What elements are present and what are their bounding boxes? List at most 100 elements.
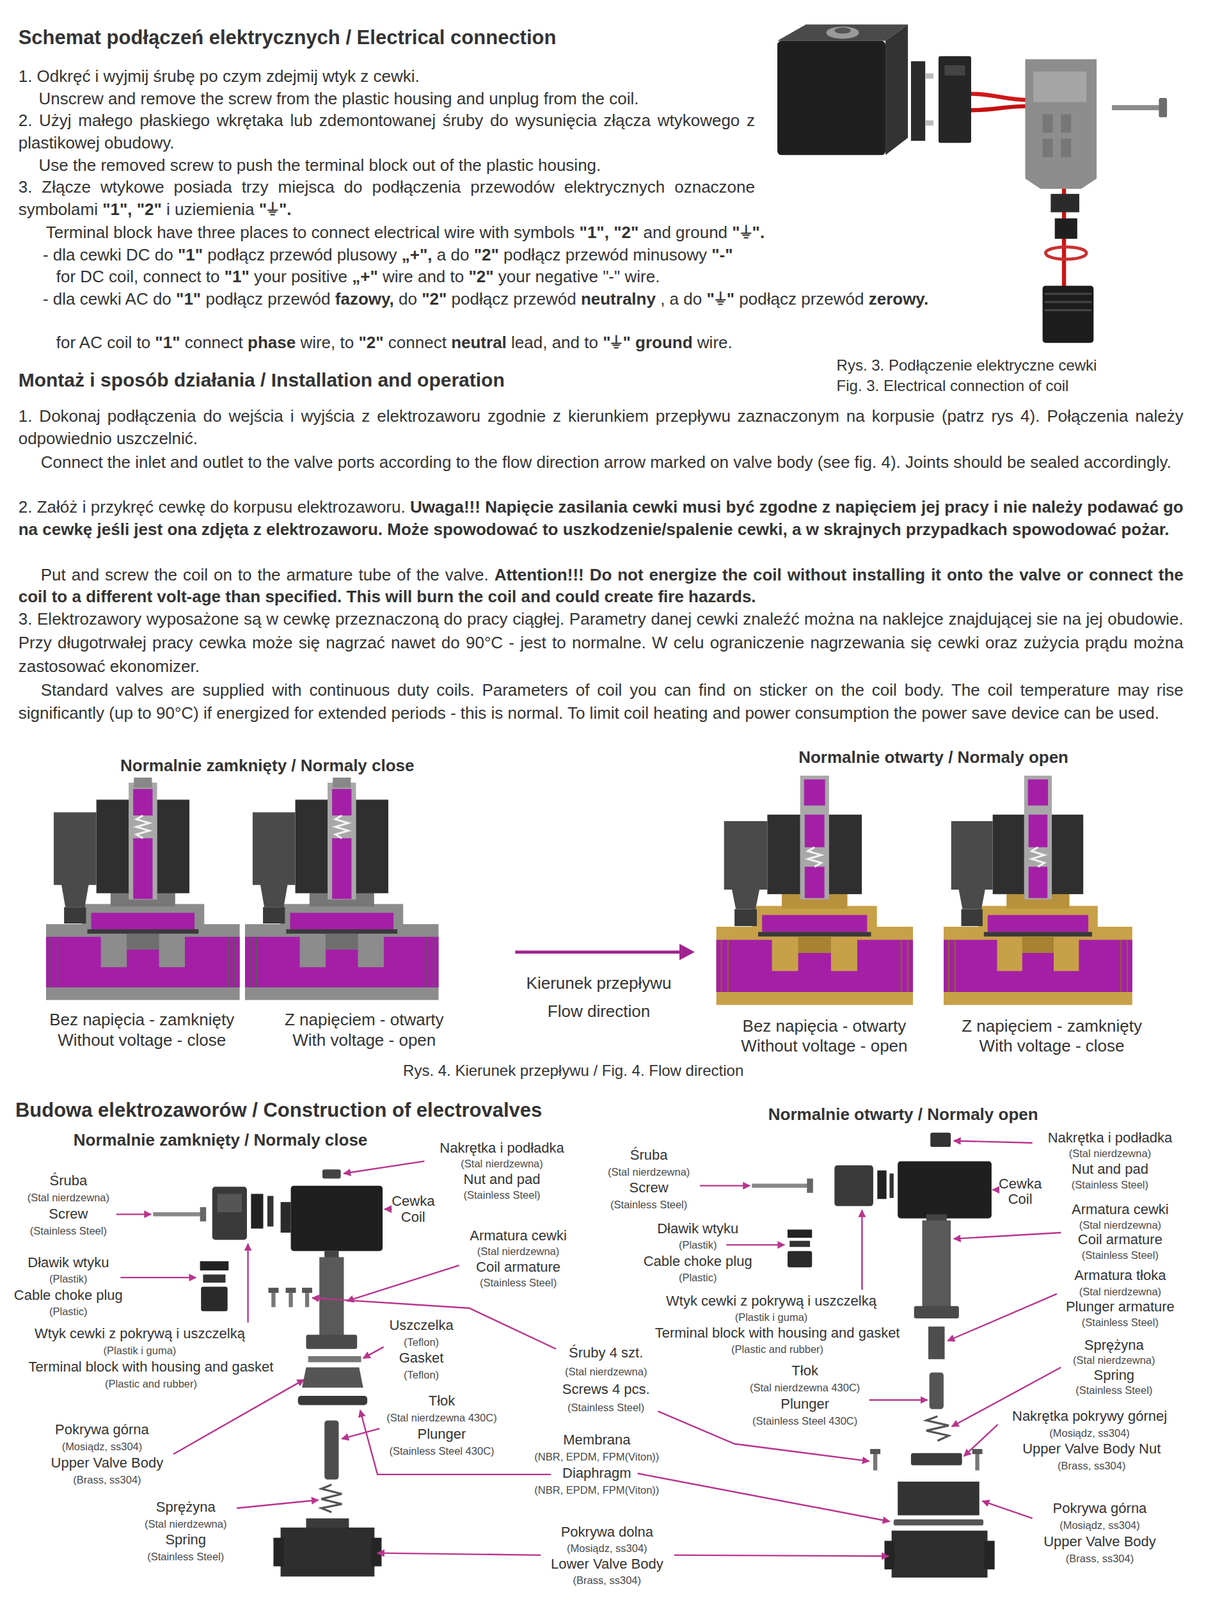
paragraph: - dla cewki AC do "1" podłącz przewód fa… bbox=[18, 287, 931, 311]
coil-connection-illustration bbox=[1158, 97, 1167, 118]
body-text: i uziemienia bbox=[166, 199, 254, 219]
exploded-view-nc bbox=[305, 1333, 357, 1348]
exploded-view-no bbox=[834, 1165, 874, 1206]
leader-arrows bbox=[236, 1499, 319, 1508]
exploded-view-no bbox=[897, 1481, 980, 1515]
body-text: Connect the inlet and outlet to the valv… bbox=[40, 452, 1172, 472]
bold-text: "⏚". bbox=[259, 199, 292, 219]
bold-text: „+" bbox=[351, 266, 379, 286]
exploded-view-no bbox=[789, 1240, 810, 1247]
state-caption: Z napięciem - zamknięty bbox=[961, 1015, 1142, 1035]
part-name: Dławik wtyku bbox=[27, 1253, 109, 1270]
body-text: podłącz przewód bbox=[205, 289, 331, 309]
bold-text: "2" bbox=[421, 289, 447, 309]
part-name: Wtyk cewki z pokrywą i uszczelką bbox=[665, 1292, 877, 1309]
part-name: Nut and pad bbox=[463, 1171, 541, 1187]
part-name: Cewka bbox=[998, 1175, 1042, 1192]
material-note: (Stainless Steel) bbox=[567, 1401, 645, 1413]
part-name: Coil bbox=[1008, 1191, 1033, 1207]
exploded-view-no bbox=[984, 1540, 995, 1570]
part-name: Nut and pad bbox=[1071, 1161, 1149, 1177]
figure-heading: Normalnie otwarty / Normaly open bbox=[798, 747, 1069, 767]
material-note: (Mosiądz, ss304) bbox=[1049, 1426, 1130, 1439]
bold-text: zerowy. bbox=[868, 289, 929, 309]
material-note: (Stal nierdzewna 430C) bbox=[386, 1411, 497, 1423]
state-caption: Without voltage - close bbox=[57, 1030, 226, 1050]
coil-connection-illustration bbox=[1044, 293, 1092, 295]
material-note: (Plastik i guma) bbox=[735, 1310, 809, 1323]
leader-arrows bbox=[947, 1293, 1057, 1341]
leader-arrows bbox=[699, 1184, 750, 1186]
body-text: - dla cewki DC do bbox=[42, 245, 174, 265]
material-note: (Plastic) bbox=[678, 1271, 718, 1283]
part-name: Plunger bbox=[780, 1395, 830, 1411]
body-text: podłącz przewód plusowy bbox=[207, 245, 397, 265]
part-name: Screw bbox=[629, 1179, 669, 1196]
figure-caption: Fig. 3. Electrical connection of coil bbox=[836, 377, 1070, 395]
body-text: Unscrew and remove the screw from the pl… bbox=[39, 88, 640, 109]
leader-arrows bbox=[363, 1346, 384, 1359]
material-note: (Stal nierdzewna) bbox=[1079, 1285, 1162, 1297]
exploded-view-nc bbox=[217, 1193, 242, 1212]
exploded-view-nc bbox=[267, 1195, 274, 1227]
material-note: (Stainless Steel) bbox=[147, 1550, 224, 1562]
body-text: your negative "-" wire. bbox=[498, 266, 661, 286]
coil-connection-illustration bbox=[1024, 58, 1097, 189]
exploded-view-nc bbox=[200, 1286, 228, 1311]
exploded-view-nc bbox=[291, 1185, 383, 1251]
valve-sections bbox=[715, 775, 913, 1006]
body-text: connect bbox=[184, 332, 244, 352]
body-text: wire, to bbox=[300, 332, 354, 352]
part-name: Tłok bbox=[791, 1362, 819, 1378]
state-caption: With voltage - close bbox=[979, 1036, 1125, 1055]
bold-text: "2" bbox=[474, 245, 500, 265]
bold-text: fazowy, bbox=[335, 289, 395, 309]
part-name: Spring bbox=[1094, 1366, 1135, 1382]
exploded-view-nc bbox=[324, 1419, 339, 1479]
exploded-view-nc bbox=[280, 1201, 292, 1233]
coil-connection-illustration bbox=[938, 56, 972, 144]
exploded-view-nc bbox=[371, 1537, 382, 1567]
part-name: Gasket bbox=[399, 1349, 444, 1366]
exploded-view-no bbox=[873, 1453, 878, 1471]
bold-text: "1" bbox=[224, 266, 250, 286]
exploded-view-no bbox=[897, 1160, 992, 1218]
material-note: (Brass, ss304) bbox=[1065, 1552, 1134, 1564]
coil-connection-illustration bbox=[834, 27, 851, 34]
body-text: podłącz przewód bbox=[738, 289, 864, 309]
part-name: Lower Valve Body bbox=[550, 1555, 664, 1571]
part-name: Sprężyna bbox=[156, 1498, 216, 1515]
figure-caption: Rys. 3. Podłączenie elektryczne cewki bbox=[836, 356, 1098, 374]
section-heading: Budowa elektrozaworów / Construction of … bbox=[15, 1099, 542, 1121]
part-name: Nakrętka i podładka bbox=[439, 1140, 564, 1156]
part-name: Śruba bbox=[49, 1172, 88, 1189]
material-note: (Plastic and rubber) bbox=[731, 1342, 824, 1355]
material-note: (Stainless Steel) bbox=[1075, 1383, 1153, 1396]
body-text: a do bbox=[436, 245, 470, 265]
coil-connection-illustration bbox=[1060, 114, 1071, 134]
leader-arrows bbox=[637, 1472, 890, 1521]
leader-arrows bbox=[384, 1207, 392, 1210]
material-note: (Plastik i guma) bbox=[103, 1344, 177, 1356]
body-text: for AC coil to bbox=[56, 332, 151, 352]
body-text: connect bbox=[388, 332, 447, 352]
bold-text: "1" bbox=[154, 332, 180, 352]
sub-heading: Normalnie otwarty / Normaly open bbox=[768, 1104, 1039, 1124]
coil-connection-illustration bbox=[1042, 285, 1095, 343]
leader-arrows bbox=[341, 1427, 380, 1439]
exploded-view-nc bbox=[308, 1355, 362, 1363]
state-caption: With voltage - open bbox=[292, 1030, 436, 1050]
material-note: (Stal nierdzewna) bbox=[564, 1365, 647, 1377]
exploded-view-no bbox=[877, 1170, 887, 1199]
coil-connection-illustration bbox=[826, 26, 860, 39]
bold-text: "1" bbox=[177, 245, 203, 265]
leader-arrows bbox=[173, 1379, 304, 1454]
body-text: 3. Elektrozawory wyposażone są w cewkę p… bbox=[18, 609, 1184, 676]
exploded-view-no bbox=[870, 1448, 881, 1454]
material-note: (Plastik) bbox=[49, 1272, 88, 1285]
state-caption: Bez napięcia - zamknięty bbox=[49, 1010, 235, 1029]
leader-arrows bbox=[674, 1554, 889, 1556]
part-name: Upper Valve Body bbox=[51, 1454, 164, 1471]
leader-arrows bbox=[360, 1409, 551, 1474]
leader-arrows bbox=[312, 1297, 556, 1349]
